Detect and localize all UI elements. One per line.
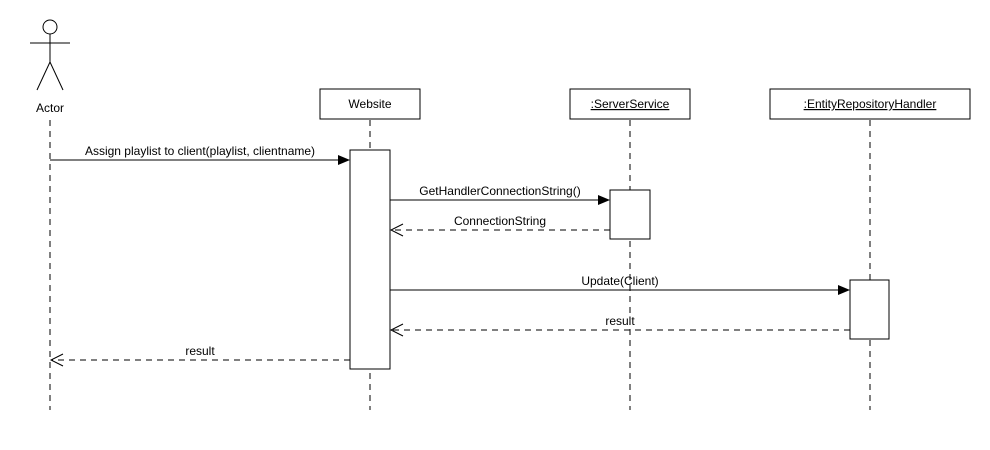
lifeline-entity-repository-handler-label: :EntityRepositoryHandler [804, 97, 937, 111]
message-label: Update(Client) [581, 274, 658, 288]
message-label: result [185, 344, 215, 358]
actor: Actor [30, 19, 70, 410]
return-arrowhead [389, 223, 404, 237]
lifeline-server-service: :ServerService [569, 88, 691, 410]
message-label: GetHandlerConnectionString() [419, 184, 580, 198]
lifeline-server-service-label: :ServerService [591, 97, 670, 111]
activation-website [349, 149, 391, 370]
message-result-actor: result [49, 344, 350, 367]
message-assign-playlist: Assign playlist to client(playlist, clie… [50, 144, 350, 165]
return-arrowhead [389, 323, 404, 337]
lifeline-website-label: Website [348, 97, 391, 111]
message-label: Assign playlist to client(playlist, clie… [85, 144, 315, 158]
lifeline-server-service-head[interactable] [569, 88, 691, 120]
message-update-client: Update(Client) [390, 274, 850, 295]
message-connection-string: ConnectionString [389, 214, 610, 237]
activation-entity-repository-handler [849, 279, 890, 340]
actor-icon [30, 19, 70, 91]
message-label: result [605, 314, 635, 328]
lifeline-website: Website [319, 88, 421, 410]
message-result-entity: result [389, 314, 850, 337]
message-get-handler-connection-string: GetHandlerConnectionString() [390, 184, 610, 205]
lifeline-entity-repository-handler-head[interactable] [769, 88, 971, 120]
activation-server-service [609, 189, 651, 240]
lifeline-website-head[interactable] [319, 88, 421, 120]
return-arrowhead [49, 353, 64, 367]
lifeline-entity-repository-handler: :EntityRepositoryHandler [769, 88, 971, 410]
message-label: ConnectionString [454, 214, 546, 228]
actor-label: Actor [36, 101, 64, 115]
